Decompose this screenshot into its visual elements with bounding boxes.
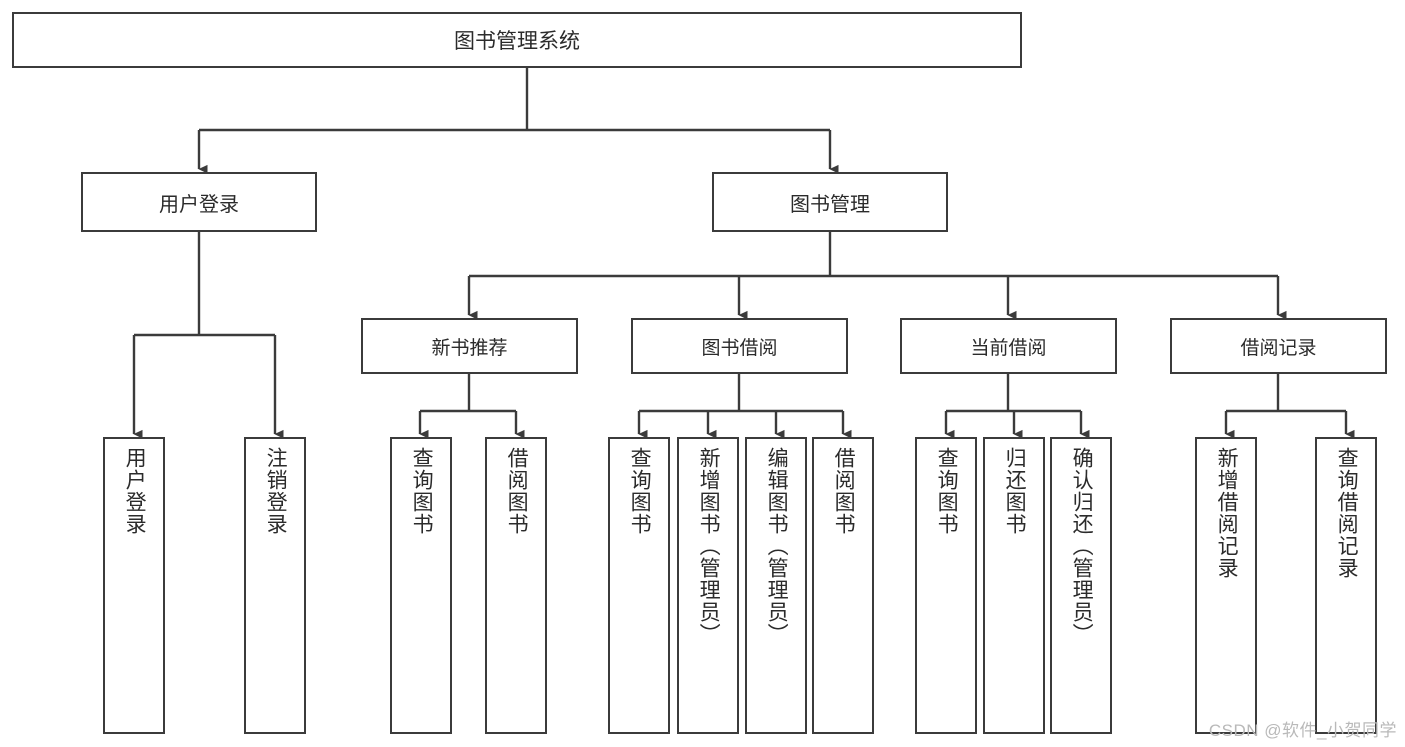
node-user-login-label: 用户登录 — [159, 193, 239, 216]
node-book-manage-label: 图书管理 — [790, 193, 870, 216]
node-leaf-edit-book[interactable]: 编辑图书（管理员） — [745, 437, 807, 734]
node-leaf-query-record[interactable]: 查询借阅记录 — [1315, 437, 1377, 734]
node-leaf-add-record-label: 新增借阅记录 — [1215, 447, 1239, 579]
node-leaf-user-login[interactable]: 用户登录 — [103, 437, 165, 734]
node-current-borrow-label: 当前借阅 — [970, 337, 1047, 359]
node-leaf-edit-book-label: 编辑图书（管理员） — [765, 447, 789, 645]
node-current-borrow[interactable]: 当前借阅 — [900, 318, 1117, 374]
node-leaf-borrow-book[interactable]: 借阅图书 — [812, 437, 874, 734]
watermark-text: CSDN @软件_小贺同学 — [1208, 721, 1397, 740]
node-leaf-query-book[interactable]: 查询图书 — [608, 437, 670, 734]
node-leaf-query-book-rec-label: 查询图书 — [410, 447, 434, 535]
node-leaf-query-book-cur-label: 查询图书 — [935, 447, 959, 535]
node-user-login[interactable]: 用户登录 — [81, 172, 317, 232]
node-leaf-confirm-return[interactable]: 确认归还（管理员） — [1050, 437, 1112, 734]
node-leaf-add-book[interactable]: 新增图书（管理员） — [677, 437, 739, 734]
node-root-label: 图书管理系统 — [454, 30, 580, 53]
node-leaf-query-record-label: 查询借阅记录 — [1335, 447, 1359, 579]
node-leaf-user-login-label: 用户登录 — [123, 447, 147, 535]
node-leaf-borrow-book-rec-label: 借阅图书 — [505, 447, 529, 535]
node-new-book-rec-label: 新书推荐 — [431, 337, 508, 359]
node-leaf-confirm-return-label: 确认归还（管理员） — [1070, 447, 1094, 645]
node-book-borrow-label: 图书借阅 — [701, 337, 778, 359]
node-leaf-return-book[interactable]: 归还图书 — [983, 437, 1045, 734]
node-leaf-return-book-label: 归还图书 — [1003, 447, 1027, 535]
node-borrow-record-label: 借阅记录 — [1240, 337, 1317, 359]
node-book-borrow[interactable]: 图书借阅 — [631, 318, 848, 374]
node-leaf-user-logout[interactable]: 注销登录 — [244, 437, 306, 734]
node-leaf-add-record[interactable]: 新增借阅记录 — [1195, 437, 1257, 734]
node-leaf-query-book-label: 查询图书 — [628, 447, 652, 535]
node-leaf-user-logout-label: 注销登录 — [264, 447, 288, 535]
node-leaf-add-book-label: 新增图书（管理员） — [697, 447, 721, 645]
node-leaf-borrow-book-rec[interactable]: 借阅图书 — [485, 437, 547, 734]
node-root[interactable]: 图书管理系统 — [12, 12, 1022, 68]
node-leaf-borrow-book-label: 借阅图书 — [832, 447, 856, 535]
node-borrow-record[interactable]: 借阅记录 — [1170, 318, 1387, 374]
node-book-manage[interactable]: 图书管理 — [712, 172, 948, 232]
node-leaf-query-book-cur[interactable]: 查询图书 — [915, 437, 977, 734]
node-new-book-rec[interactable]: 新书推荐 — [361, 318, 578, 374]
node-leaf-query-book-rec[interactable]: 查询图书 — [390, 437, 452, 734]
